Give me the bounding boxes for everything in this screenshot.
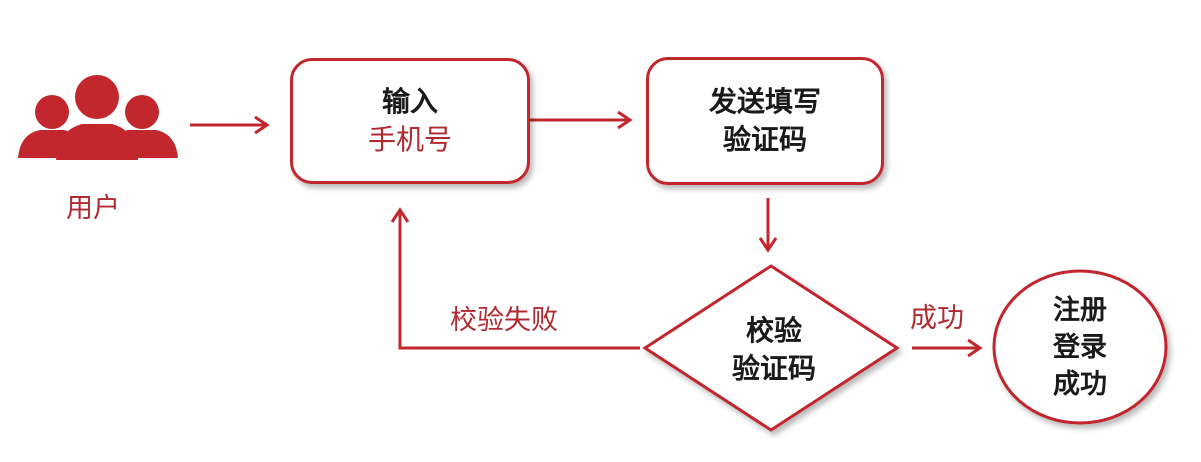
arrow-send-to-verify [758,198,778,253]
final-circle [992,269,1168,425]
success-label: 成功 [910,303,964,334]
final-line2: 登录 [1053,331,1107,363]
input-phone-box: 输入 手机号 [290,58,530,184]
arrow-success-to-final [912,338,983,358]
verify-diamond [642,264,900,432]
final-line1: 注册 [1053,294,1107,326]
final-circle-text: 注册 登录 成功 [990,272,1170,422]
input-box-title: 输入 [381,85,438,118]
input-box-subtitle: 手机号 [367,123,452,156]
send-code-box: 发送填写 验证码 [646,57,884,185]
send-box-line1: 发送填写 [708,85,821,118]
arrow-input-to-send [530,110,633,130]
arrow-user-to-input [190,115,270,135]
verify-diamond-text: 校验 验证码 [649,305,899,395]
verify-line2: 验证码 [731,352,816,385]
arrow-fail-to-input [390,207,640,350]
users-group-icon [18,75,178,160]
final-line3: 成功 [1053,368,1107,400]
verify-line1: 校验 [745,314,802,347]
fail-label: 校验失败 [450,305,558,336]
send-box-line2: 验证码 [722,123,807,156]
user-label: 用户 [66,193,120,224]
